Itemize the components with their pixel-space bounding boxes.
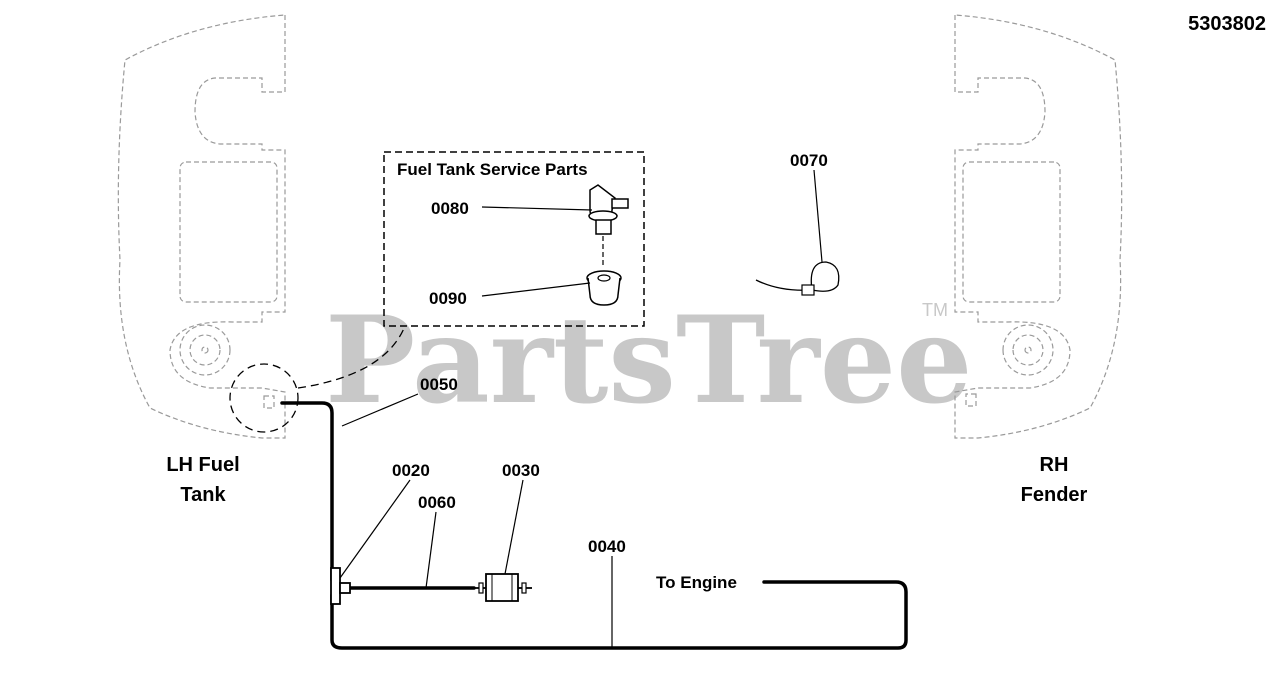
lh-fuel-tank-label-line1: LH Fuel <box>166 454 239 476</box>
callout-0080: 0080 <box>431 199 469 218</box>
rh-fender-label-line1: RH <box>1040 454 1069 476</box>
callout-0070: 0070 <box>790 151 828 170</box>
parts-tree-watermark: PartsTree <box>325 290 972 431</box>
fuel-hose-0040 <box>330 580 908 650</box>
callout-0040: 0040 <box>588 537 626 556</box>
watermark-tm-mark: TM <box>922 300 948 320</box>
to-engine-label: To Engine <box>656 573 737 592</box>
callout-0050: 0050 <box>420 375 458 394</box>
service-parts-box <box>383 151 645 327</box>
callout-0090: 0090 <box>429 289 467 308</box>
fuel-filter-0030 <box>474 573 532 602</box>
leader-0020 <box>339 479 411 579</box>
lh-fuel-tank-outline <box>117 14 286 439</box>
rh-fender-label-line2: Fender <box>1021 484 1088 506</box>
leader-0080 <box>481 206 593 211</box>
grommet-0090 <box>586 270 622 306</box>
callout-0030: 0030 <box>502 461 540 480</box>
leader-0060 <box>425 511 437 589</box>
leader-0030 <box>504 479 524 575</box>
detail-connector <box>297 325 406 389</box>
tee-fitting-0020 <box>330 567 351 605</box>
callout-0020: 0020 <box>392 461 430 480</box>
rh-fender-outline <box>954 14 1123 439</box>
leader-0050 <box>341 393 419 427</box>
leader-0070 <box>813 169 823 263</box>
cable-tie-0070 <box>755 261 840 296</box>
elbow-fitting-0080 <box>588 184 629 235</box>
callout-0060: 0060 <box>418 493 456 512</box>
drawing-number: 5303802 <box>1188 13 1266 35</box>
fuel-hose-0050 <box>280 401 334 582</box>
leader-0090 <box>481 282 591 297</box>
detail-circle <box>229 363 299 433</box>
lh-fuel-tank-label-line2: Tank <box>180 484 226 506</box>
service-box-title: Fuel Tank Service Parts <box>397 160 588 179</box>
